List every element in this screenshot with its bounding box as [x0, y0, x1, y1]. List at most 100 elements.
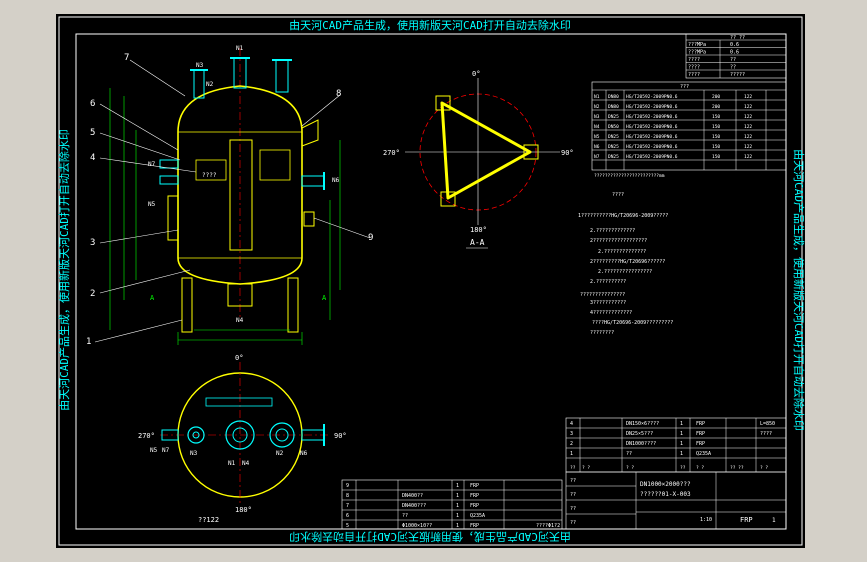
bom-right-header-cell: ? ?	[696, 465, 704, 471]
bom-left-cell: ??	[402, 513, 408, 519]
bom-left-cell: 1	[456, 483, 459, 489]
tech-note-line: ????HG/T20696-2009?????????	[592, 320, 673, 326]
callout-4: 4	[90, 153, 95, 163]
title-sheet: 1	[772, 517, 776, 524]
bom-right-cell: DN150×6????	[626, 421, 659, 427]
inner-label: ????	[202, 172, 217, 179]
design-row-value: ??	[730, 65, 736, 71]
bom-right-cell: ????	[760, 431, 772, 437]
tech-note-line: 1??????????HG/T20696-2009?????	[578, 213, 668, 219]
nozzle-label-n4: N4	[236, 317, 244, 324]
section-view: 0° 90° 180° 270° A-A	[383, 70, 574, 249]
nozzle-table-cell: 122	[744, 104, 752, 110]
tech-note-line: 2.????????????????	[598, 269, 652, 275]
nozzle-table-cell: 150	[712, 144, 720, 150]
design-table: ?? ?? ???MPa 0.6 ???MPa 0.6 ???? ?? ????…	[685, 33, 787, 79]
nozzle-table-cell: 150	[712, 114, 720, 120]
design-row-value: 0.6	[730, 42, 739, 48]
design-row-label: ???MPa	[688, 42, 706, 48]
nozzle-label-n5: N5	[148, 201, 156, 208]
inner-tube	[229, 139, 253, 251]
nozzle-table-cell: N6	[594, 144, 600, 150]
bom-right-cell: 1	[680, 441, 683, 447]
bottom-angle-90: 90°	[334, 432, 347, 440]
bom-left-cell: FRP	[470, 493, 479, 499]
bottom-nozzle-label-n4: N4	[242, 460, 250, 467]
nozzle-table-cell: 122	[744, 124, 752, 130]
nozzle-table-cell: 122	[744, 144, 752, 150]
callout-2: 2	[90, 289, 95, 299]
nozzle-table-cell: N3	[594, 114, 600, 120]
nozzle-label-n1: N1	[236, 45, 244, 52]
bom-right-cell: L=850	[760, 421, 775, 427]
nozzle-table-cell: DN25	[608, 134, 619, 140]
title-drawing-no: ??????01-X-003	[640, 491, 691, 498]
nozzle-table-cell: 200	[712, 94, 720, 100]
bottom-nozzle-label-n1: N1	[228, 460, 236, 467]
bom-left-cell: DN400??	[402, 493, 423, 499]
bom-left-cell: 1	[456, 503, 459, 509]
bom-left-cell: FRP	[470, 483, 479, 489]
section-angle-90: 90°	[561, 149, 574, 157]
bom-right-cell: Q235A	[696, 451, 711, 457]
title-name: DN1000×2000???	[640, 481, 691, 488]
bom-right-cell: 1	[680, 421, 683, 427]
nozzle-table-cell: N4	[594, 124, 600, 130]
nozzle-table-cell: N1	[594, 94, 600, 100]
nozzle-table-cell: HG/T20592-2009PN0.6	[626, 134, 678, 140]
watermark-right: 由天河CAD产品生成，使用新版天河CAD打开自动去除水印	[792, 149, 806, 431]
bom-right-cell: DN1000????	[626, 441, 656, 447]
nozzle-table-cell: HG/T20592-2009PN0.6	[626, 144, 678, 150]
bottom-view: 0° 90° 180° 270° N5 N7 N3 N1 N4 N2 N6 ??…	[138, 354, 347, 524]
tech-note-line: 2.?????????????	[590, 228, 635, 234]
nozzle-table-cell: DN25	[608, 144, 619, 150]
nozzle-table-cell: 200	[712, 104, 720, 110]
nozzle-n5-side	[159, 175, 179, 185]
tech-note-line: ????????	[590, 330, 614, 336]
bottom-nozzle-label-n3: N3	[190, 450, 198, 457]
nozzle-table-cell: 150	[712, 124, 720, 130]
nozzle-table-cell: DN50	[608, 124, 619, 130]
design-row-label: ????	[688, 57, 700, 63]
nozzle-table-cell: HG/T20592-2009PN0.6	[626, 114, 678, 120]
bom-right-header-cell: ?? ??	[730, 465, 744, 471]
bom-right-cell: FRP	[696, 441, 705, 447]
bom-left-cell: FRP	[470, 523, 479, 529]
nozzle-table-note: ????????????????????????mm	[594, 173, 665, 179]
bom-right-cell: ??	[626, 451, 632, 457]
tech-note-line: 2??????????????????	[590, 238, 647, 244]
section-title: A-A	[470, 238, 485, 247]
title-small-2: ??	[570, 492, 576, 498]
drawing-sheet	[56, 14, 805, 548]
bottom-nozzle-n3	[187, 426, 205, 444]
bom-left-cell: 8	[346, 493, 349, 499]
tech-note-line: 4?????????????	[590, 310, 632, 316]
support-leg-right	[287, 277, 299, 333]
nozzle-table-cell: HG/T20592-2009PN0.6	[626, 94, 678, 100]
bottom-angle-270: 270°	[138, 432, 155, 440]
design-row-value: 0.6	[730, 50, 739, 56]
section-angle-0: 0°	[472, 70, 480, 78]
bom-right-cell: 1	[680, 431, 683, 437]
bom-left-cell: 1	[456, 513, 459, 519]
watermark-left: 由天河CAD产品生成，使用新版天河CAD打开自动去除水印	[57, 129, 71, 411]
bottom-angle-180: 180°	[235, 506, 252, 514]
nozzle-table-cell: N5	[594, 134, 600, 140]
outer-border	[58, 16, 803, 546]
callout-6: 6	[90, 99, 95, 109]
section-angle-180: 180°	[470, 226, 487, 234]
callout-5: 5	[90, 128, 95, 138]
nozzle-label-n3: N3	[196, 62, 204, 69]
nozzle-table-cell: DN80	[608, 104, 619, 110]
nozzle-table-cell: DN80	[608, 94, 619, 100]
callout-8: 8	[336, 89, 341, 99]
tech-note-line: 2.??????????	[590, 279, 626, 285]
bottom-nozzle-label-n7: N7	[162, 447, 170, 454]
bottom-nozzle-label-n6: N6	[300, 450, 308, 457]
bom-left-cell: 7	[346, 503, 349, 509]
tech-note-line: ???????????????	[580, 292, 625, 298]
front-view: ????	[86, 45, 373, 347]
nozzle-table-cell: HG/T20592-2009PN0.6	[626, 124, 678, 130]
